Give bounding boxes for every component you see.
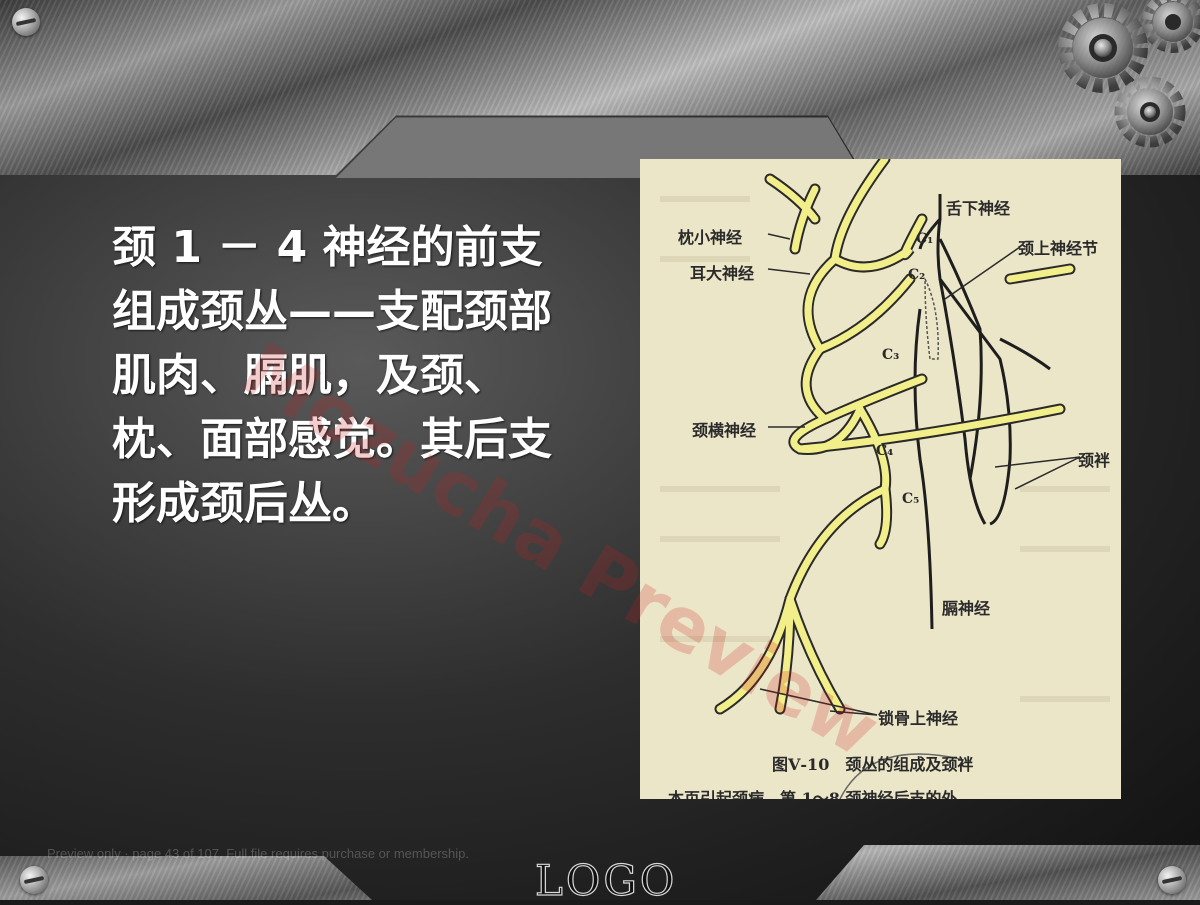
nerve-diagram [660, 159, 1110, 799]
figure-bottom-text: 本页引起颈病，第 1～8 颈神经后支的外 [668, 789, 958, 799]
label-hypoglossal: 舌下神经 [946, 199, 1011, 218]
figure-caption: 图Ⅴ-10 颈丛的组成及颈袢 [772, 755, 974, 774]
cervical-plexus-figure: 舌下神经 枕小神经 颈上神经节 耳大神经 颈横神经 颈袢 膈神经 锁骨上神经 C… [640, 159, 1121, 799]
label-c5: C₅ [902, 491, 920, 507]
bottom-left-screw-icon [20, 866, 48, 894]
label-phrenic: 膈神经 [942, 599, 991, 618]
main-text: 颈 1 － 4 神经的前支组成颈丛——支配颈部肌肉、膈肌，及颈、枕、面部感觉。其… [112, 222, 552, 529]
label-c2: C₂ [908, 267, 926, 283]
label-great-auricular: 耳大神经 [690, 264, 755, 283]
label-supraclavicular: 锁骨上神经 [878, 709, 959, 728]
label-transverse-cervical: 颈横神经 [692, 421, 757, 440]
label-ansa-cervicalis: 颈袢 [1078, 451, 1111, 470]
gears-icon [1058, 0, 1200, 148]
bottom-right-screw-icon [1158, 866, 1186, 894]
preview-note: Preview only · page 43 of 107. Full file… [47, 846, 469, 861]
top-metal-band [0, 0, 1200, 175]
label-superior-cervical-ganglion: 颈上神经节 [1018, 239, 1099, 258]
label-c1: C₁ [916, 231, 934, 247]
label-c4: C₄ [876, 443, 894, 459]
label-c3: C₃ [882, 347, 900, 363]
label-lesser-occipital: 枕小神经 [678, 228, 743, 247]
logo: LOGO [534, 855, 678, 905]
top-left-screw-icon [12, 8, 40, 36]
